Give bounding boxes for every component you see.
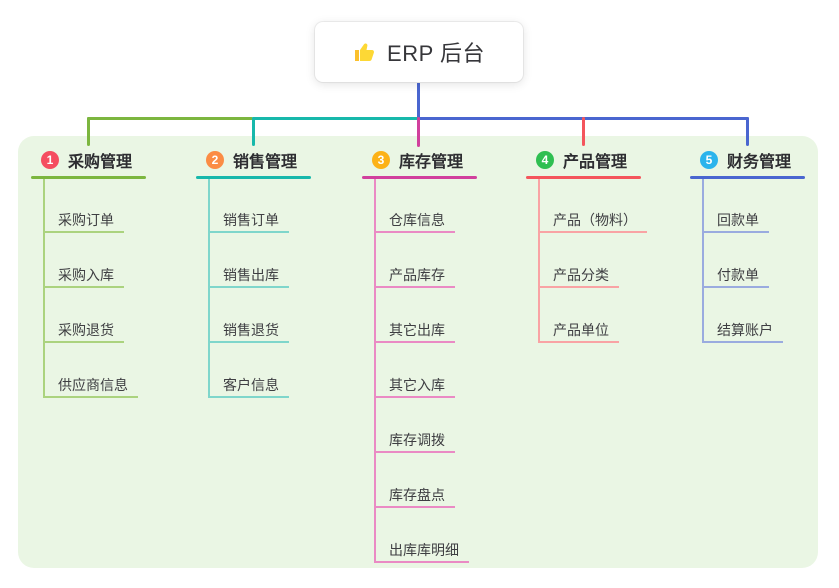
- child-node[interactable]: 回款单: [702, 211, 769, 233]
- branch-product: 4 产品管理 产品（物料） 产品分类 产品单位: [526, 150, 696, 343]
- branch-sales-header[interactable]: 2 销售管理: [196, 150, 366, 171]
- branch-number-badge: 4: [536, 151, 554, 169]
- branch-drop-line-2: [252, 117, 255, 146]
- root-connector-line: [417, 82, 420, 119]
- branch-drop-line-5: [746, 117, 749, 146]
- branch-product-header[interactable]: 4 产品管理: [526, 150, 696, 171]
- child-node[interactable]: 库存调拨: [374, 431, 455, 453]
- root-node-label: ERP 后台: [387, 41, 485, 66]
- child-node[interactable]: 结算账户: [702, 321, 783, 343]
- child-node[interactable]: 产品库存: [374, 266, 455, 288]
- branch-title-underline: [362, 176, 477, 179]
- branch-child-connector: [538, 179, 540, 343]
- child-node[interactable]: 付款单: [702, 266, 769, 288]
- child-node[interactable]: 销售退货: [208, 321, 289, 343]
- branch-number-badge: 3: [372, 151, 390, 169]
- branch-number-badge: 2: [206, 151, 224, 169]
- trunk-segment-teal: [252, 117, 418, 120]
- trunk-segment-green: [87, 117, 253, 120]
- branch-finance: 5 财务管理 回款单 付款单 结算账户: [690, 150, 839, 343]
- child-node[interactable]: 库存盘点: [374, 486, 455, 508]
- branch-number-badge: 1: [41, 151, 59, 169]
- child-node[interactable]: 采购入库: [43, 266, 124, 288]
- branch-drop-line-1: [87, 117, 90, 146]
- branch-drop-line-4: [582, 117, 585, 146]
- branch-purchase: 1 采购管理 采购订单 采购入库 采购退货 供应商信息: [31, 150, 201, 398]
- branch-title: 产品管理: [563, 154, 628, 171]
- child-node[interactable]: 其它出库: [374, 321, 455, 343]
- branch-drop-line-3: [417, 117, 420, 147]
- branch-title: 采购管理: [68, 154, 133, 171]
- branch-purchase-header[interactable]: 1 采购管理: [31, 150, 201, 171]
- child-node[interactable]: 产品（物料）: [538, 211, 647, 233]
- child-node[interactable]: 采购退货: [43, 321, 124, 343]
- branch-number-badge: 5: [700, 151, 718, 169]
- branch-title-underline: [526, 176, 641, 179]
- child-node[interactable]: 出库库明细: [374, 541, 469, 563]
- thumbs-up-icon: [353, 40, 377, 64]
- child-node[interactable]: 仓库信息: [374, 211, 455, 233]
- branch-title: 销售管理: [233, 154, 298, 171]
- child-node[interactable]: 销售出库: [208, 266, 289, 288]
- branch-child-connector: [374, 179, 376, 563]
- branch-inventory: 3 库存管理 仓库信息 产品库存 其它出库 其它入库 库存调拨 库存盘点 出库库…: [362, 150, 532, 563]
- branch-sales: 2 销售管理 销售订单 销售出库 销售退货 客户信息: [196, 150, 366, 398]
- branch-title-underline: [690, 176, 805, 179]
- branch-child-connector: [208, 179, 210, 398]
- branch-inventory-header[interactable]: 3 库存管理: [362, 150, 532, 171]
- branch-child-connector: [702, 179, 704, 343]
- child-node[interactable]: 采购订单: [43, 211, 124, 233]
- child-node[interactable]: 客户信息: [208, 376, 289, 398]
- branch-title: 财务管理: [727, 154, 792, 171]
- branch-title: 库存管理: [399, 154, 464, 171]
- branches-background-panel: [18, 136, 818, 568]
- child-node[interactable]: 产品单位: [538, 321, 619, 343]
- child-node[interactable]: 其它入库: [374, 376, 455, 398]
- child-node[interactable]: 销售订单: [208, 211, 289, 233]
- root-node[interactable]: ERP 后台: [315, 22, 523, 82]
- child-node[interactable]: 供应商信息: [43, 376, 138, 398]
- branch-child-connector: [43, 179, 45, 398]
- branch-title-underline: [196, 176, 311, 179]
- child-node[interactable]: 产品分类: [538, 266, 619, 288]
- branch-finance-header[interactable]: 5 财务管理: [690, 150, 839, 171]
- branch-title-underline: [31, 176, 146, 179]
